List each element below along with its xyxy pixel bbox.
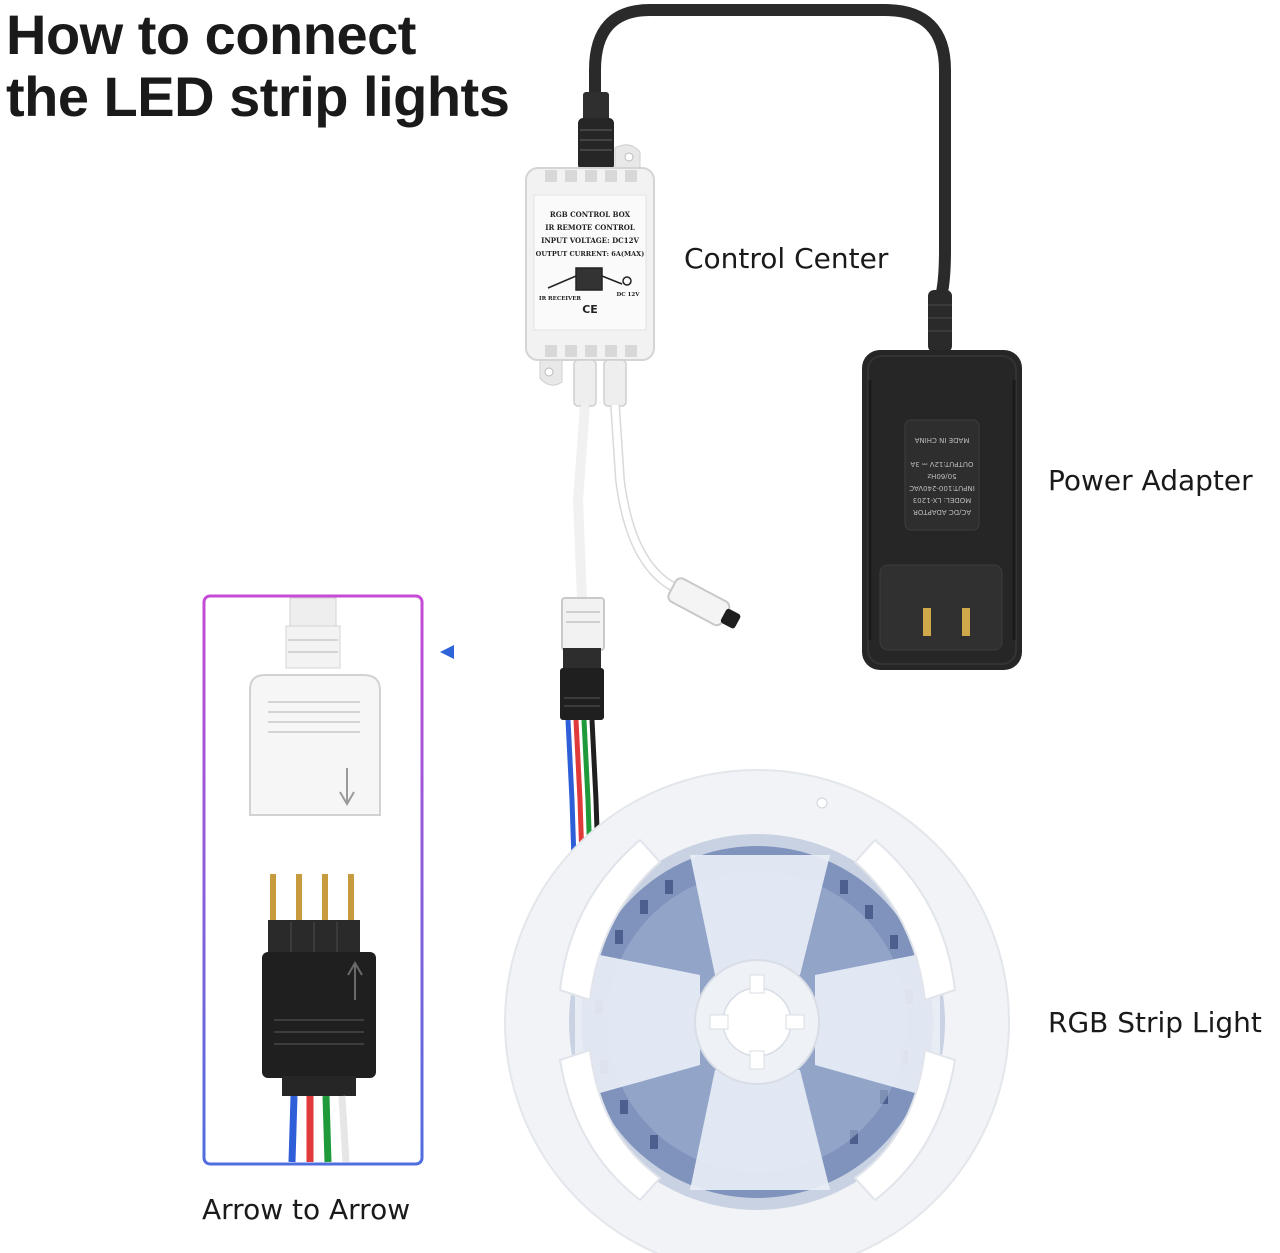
label-control-center: Control Center	[684, 242, 889, 275]
adapter-line-5: OUTPUT:12V ⎓ 3A	[910, 460, 973, 468]
adapter-strain-relief	[928, 290, 952, 352]
rgb-output-cable	[573, 404, 589, 601]
large-black-connector	[262, 874, 376, 1163]
box-line-4: OUTPUT CURRENT: 6A(MAX)	[536, 250, 645, 258]
white-connector	[561, 597, 605, 651]
box-marks: CE	[582, 303, 598, 316]
box-dc-in: DC 12V	[617, 292, 641, 298]
black-connector	[560, 648, 604, 720]
power-adapter	[862, 350, 1022, 670]
adapter-line-6: MADE IN CHINA	[914, 436, 969, 444]
label-power-adapter: Power Adapter	[1048, 464, 1253, 497]
title-line-1: How to connect	[6, 3, 416, 66]
box-line-2: IR REMOTE CONTROL	[545, 223, 635, 232]
large-white-connector	[249, 597, 381, 816]
title-line-2: the LED strip lights	[6, 65, 510, 128]
box-wiring-icon	[547, 267, 632, 291]
ir-receiver-head	[667, 577, 741, 629]
power-cable	[589, 3, 951, 351]
dc-plug	[578, 92, 614, 170]
adapter-line-4: 50/60Hz	[927, 472, 956, 480]
direction-arrow	[440, 645, 520, 659]
box-line-1: RGB CONTROL BOX	[550, 210, 631, 219]
down-arrow-icon	[339, 768, 355, 806]
adapter-line-2: MODEL: LX-1203	[913, 496, 972, 504]
white-cable-strain-reliefs	[573, 359, 627, 407]
label-rgb-strip-light: RGB Strip Light	[1048, 1006, 1262, 1039]
label-arrow-to-arrow: Arrow to Arrow	[202, 1193, 411, 1226]
page-title: How to connect the LED strip lights	[6, 3, 510, 128]
rgb-control-box	[525, 144, 655, 386]
adapter-line-3: INPUT:100-240VAC	[909, 484, 975, 492]
led-strip-reel	[504, 769, 1010, 1253]
adapter-line-1: AC/DC ADAPTOR	[913, 508, 971, 516]
box-line-3: INPUT VOLTAGE: DC12V	[541, 236, 639, 245]
adapter-label: AC/DC ADAPTOR MODEL: LX-1203 INPUT:100-2…	[909, 436, 975, 516]
box-ir-receiver: IR RECEIVER	[539, 296, 581, 302]
up-arrow-icon	[347, 961, 363, 1000]
